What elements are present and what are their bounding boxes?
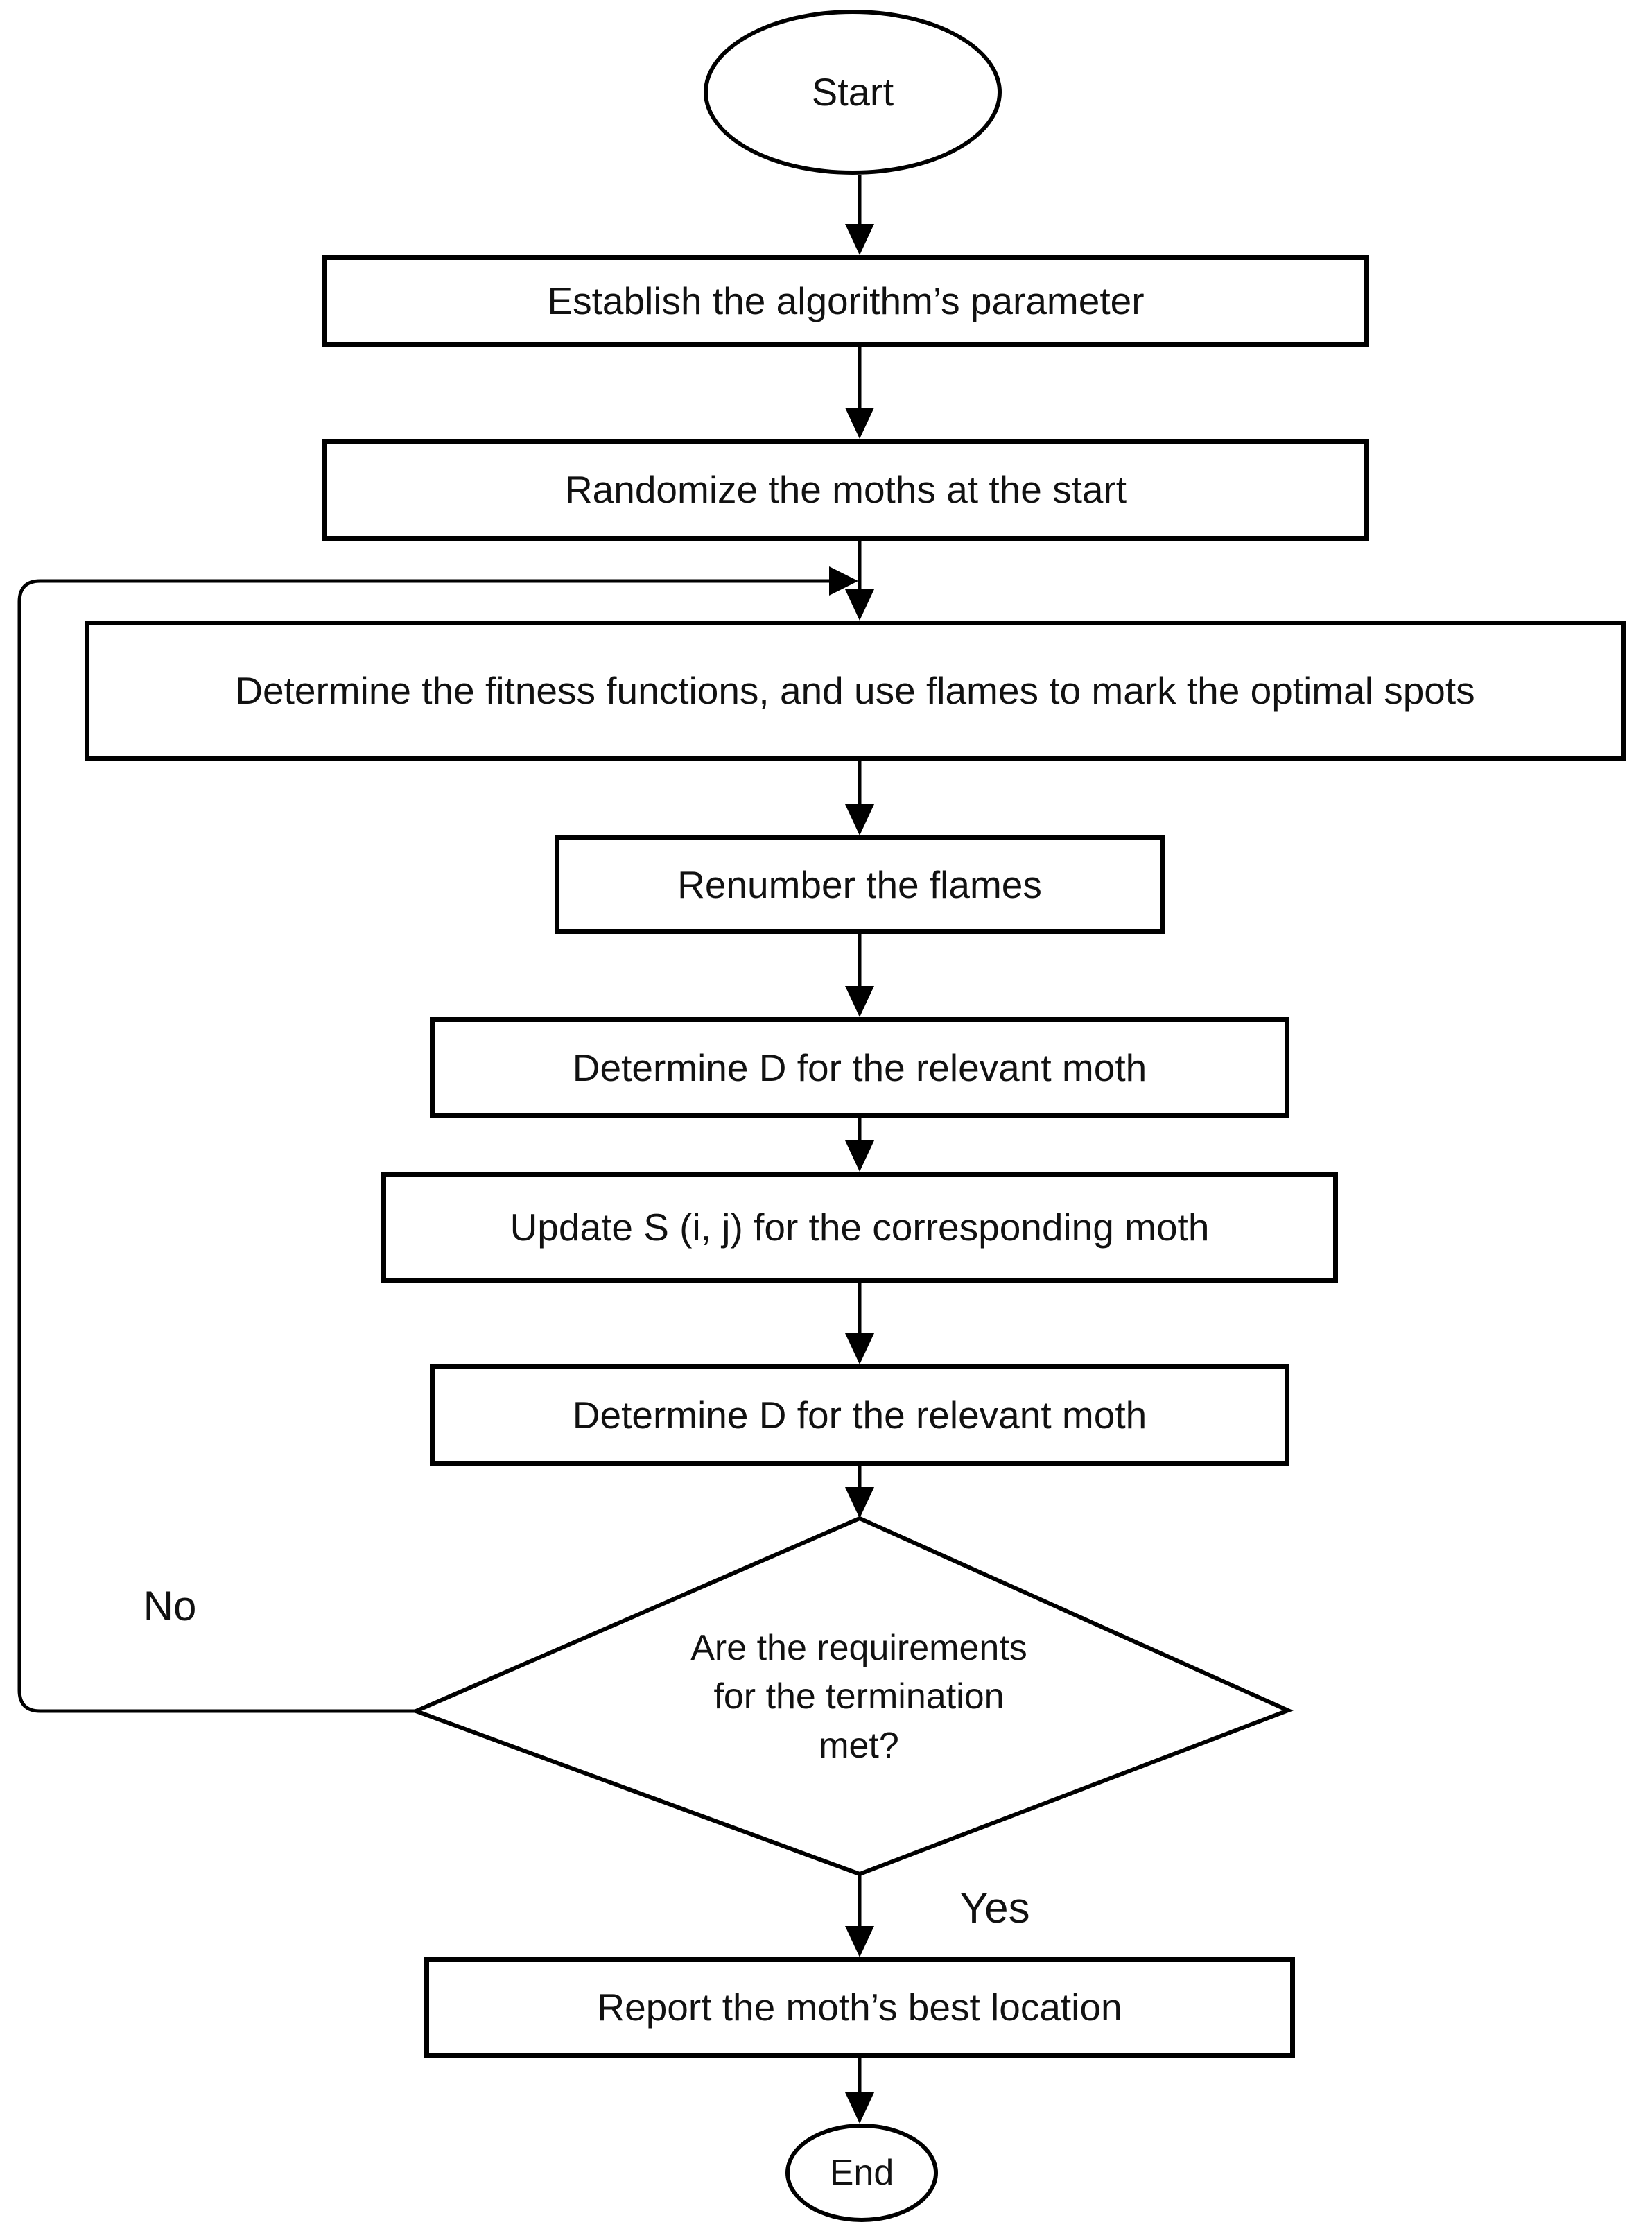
decision-label: Are the requirements for the termination… bbox=[690, 1628, 1027, 1766]
process-update-s-label: Update S (i, j) for the corresponding mo… bbox=[510, 1205, 1210, 1249]
arrowhead-updates-determined2 bbox=[845, 1333, 874, 1364]
arrowhead-no-loop bbox=[829, 566, 858, 596]
process-determine-d-first-label: Determine D for the relevant moth bbox=[572, 1046, 1147, 1089]
arrowhead-determined2-decision bbox=[845, 1487, 874, 1518]
end-label: End bbox=[829, 2152, 894, 2193]
process-establish-parameters-label: Establish the algorithm’s parameter bbox=[547, 279, 1145, 322]
arrowhead-start-establish bbox=[845, 224, 874, 255]
process-determine-d-first: Determine D for the relevant moth bbox=[430, 1017, 1289, 1118]
arrowhead-renumber-determined1 bbox=[845, 986, 874, 1017]
arrowhead-randomize-fitness bbox=[845, 589, 874, 621]
process-determine-d-second: Determine D for the relevant moth bbox=[430, 1364, 1289, 1466]
process-determine-d-second-label: Determine D for the relevant moth bbox=[572, 1393, 1147, 1437]
arrowhead-decision-report bbox=[845, 1926, 874, 1957]
process-renumber-flames: Renumber the flames bbox=[555, 835, 1165, 934]
start-node: Start bbox=[704, 10, 1002, 175]
arrowhead-determined1-updates bbox=[845, 1140, 874, 1172]
end-node: End bbox=[785, 2124, 938, 2222]
yes-label: Yes bbox=[959, 1884, 1030, 1932]
process-report-best-location-label: Report the moth’s best location bbox=[597, 1986, 1122, 2029]
process-fitness-flames-label: Determine the fitness functions, and use… bbox=[235, 668, 1475, 712]
process-randomize-moths: Randomize the moths at the start bbox=[322, 439, 1369, 541]
arrowhead-report-end bbox=[845, 2092, 874, 2124]
process-establish-parameters: Establish the algorithm’s parameter bbox=[322, 255, 1369, 347]
process-renumber-flames-label: Renumber the flames bbox=[677, 862, 1042, 906]
process-update-s: Update S (i, j) for the corresponding mo… bbox=[381, 1172, 1338, 1283]
process-randomize-moths-label: Randomize the moths at the start bbox=[564, 468, 1127, 512]
no-label: No bbox=[143, 1582, 197, 1629]
arrowhead-establish-randomize bbox=[845, 408, 874, 439]
process-report-best-location: Report the moth’s best location bbox=[424, 1957, 1295, 2058]
start-label: Start bbox=[811, 70, 894, 114]
decision-node: Are the requirements for the termination… bbox=[686, 1567, 1032, 1827]
arrowhead-fitness-renumber bbox=[845, 804, 874, 835]
process-fitness-flames: Determine the fitness functions, and use… bbox=[85, 621, 1626, 761]
